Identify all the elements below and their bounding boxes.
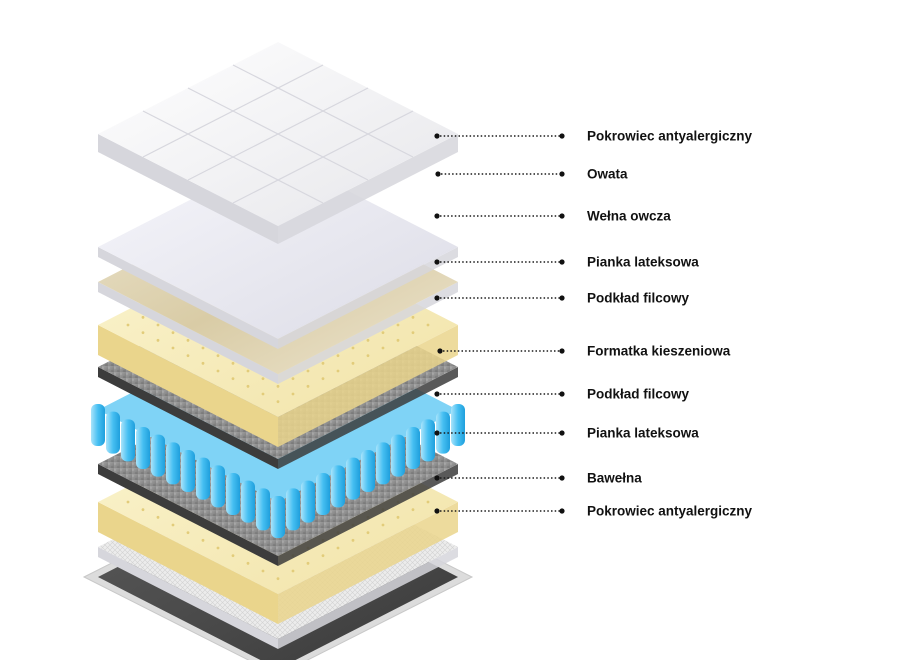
leader-end-dot — [559, 508, 565, 514]
layer-side — [278, 134, 458, 244]
spring-coil — [106, 411, 120, 454]
spring-coil — [331, 465, 345, 508]
leader-start-dot — [434, 430, 440, 436]
layer-side — [98, 247, 278, 349]
spring-coil — [346, 457, 360, 500]
spring-coil — [391, 434, 405, 477]
leader-start-dot — [434, 213, 440, 219]
spring-coil — [151, 434, 165, 477]
leader-end-dot — [559, 295, 565, 301]
layer-side — [278, 502, 458, 624]
spring-coil — [421, 419, 435, 462]
spring-coil — [91, 404, 105, 446]
leader-end-dot — [559, 348, 565, 354]
leader-end-dot — [559, 259, 565, 265]
spring-coil — [166, 442, 180, 485]
layer-side — [278, 367, 458, 469]
spring-coil — [196, 457, 210, 500]
layer-side — [98, 547, 278, 649]
layer-side — [98, 325, 278, 447]
spring-coil — [136, 427, 150, 469]
spring-coil — [121, 419, 135, 462]
spring-coil — [256, 488, 270, 531]
leader-start-dot — [434, 391, 440, 397]
spring-coil — [376, 442, 390, 485]
layer-label-3: Wełna owcza — [587, 209, 671, 224]
layer-side — [278, 247, 458, 349]
spring-coil — [316, 473, 330, 515]
leader-start-dot — [434, 259, 440, 265]
layer-1-quilt-cover — [98, 42, 458, 244]
spring-coil — [181, 450, 195, 492]
layer-side — [278, 547, 458, 649]
layer-side — [98, 367, 278, 469]
spring-coil — [211, 465, 225, 508]
layer-label-5: Podkład filcowy — [587, 291, 690, 306]
spring-coil — [271, 496, 285, 538]
layer-surface — [98, 155, 458, 339]
leader-start-dot — [434, 475, 440, 481]
leader-end-dot — [559, 475, 565, 481]
layer-label-4: Pianka lateksowa — [587, 255, 699, 270]
leader-start-dot — [437, 348, 443, 354]
layer-label-1: Pokrowiec antyalergiczny — [587, 129, 753, 144]
layer-label-6: Formatka kieszeniowa — [587, 344, 731, 359]
mattress-stack — [82, 42, 474, 660]
spring-coil — [301, 480, 315, 523]
layer-side — [278, 282, 458, 384]
layer-label-9: Bawełna — [587, 471, 642, 486]
leader-start-dot — [434, 133, 440, 139]
layer-side — [98, 464, 278, 566]
quilt-stitching — [142, 64, 414, 204]
layer-label-8: Pianka lateksowa — [587, 426, 699, 441]
spring-coil — [436, 411, 450, 454]
layer-side — [278, 464, 458, 566]
layer-side — [98, 134, 278, 244]
leader-start-dot — [435, 171, 441, 177]
layer-label-2: Owata — [587, 167, 628, 182]
leader-end-dot — [559, 133, 565, 139]
leader-end-dot — [559, 391, 565, 397]
spring-coil — [286, 488, 300, 531]
spring-coil — [406, 427, 420, 469]
leader-end-dot — [559, 213, 565, 219]
layer-side — [98, 282, 278, 384]
layer-2-wadding — [98, 155, 458, 349]
layer-label-7: Podkład filcowy — [587, 387, 690, 402]
spring-coil — [451, 404, 465, 446]
spring-coil — [241, 480, 255, 523]
spring-coil — [361, 450, 375, 492]
leader-lines — [434, 133, 565, 514]
layer-side — [98, 502, 278, 624]
leader-start-dot — [434, 295, 440, 301]
layer-side — [278, 325, 458, 447]
layer-label-10: Pokrowiec antyalergiczny — [587, 504, 753, 519]
leader-start-dot — [434, 508, 440, 514]
spring-coil — [226, 473, 240, 515]
leader-end-dot — [559, 171, 565, 177]
leader-end-dot — [559, 430, 565, 436]
